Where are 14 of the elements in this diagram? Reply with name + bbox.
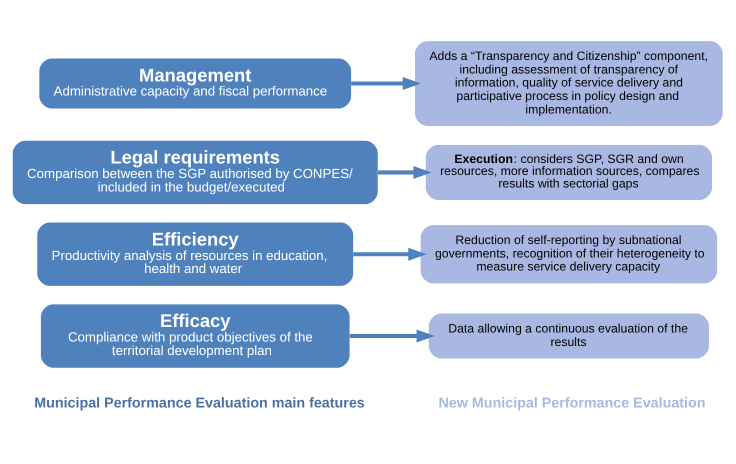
node-box: Efficacy Compliance with product objectives of the territorial development plan <box>40 304 350 368</box>
node-box: Execution: considers SGP, SGR and own resources, more information sources, compares results with sectorial gaps <box>426 144 712 200</box>
label: New Municipal Performance Evaluation <box>438 395 706 412</box>
arrow <box>351 77 422 90</box>
node-box: Management Administrative capacity and fiscal performance <box>39 58 352 109</box>
arrow <box>353 248 427 261</box>
node-box: Reduction of self-reporting by subnational governments, recognition of their heterogeneity to measure service delivery capacity <box>420 225 718 284</box>
arrow <box>350 330 435 342</box>
node-box: Adds a “Transparency and Citizenship” component, including assessment of transparency of information, quality of service delivery and participative process in policy design and implementation. <box>415 41 723 126</box>
node-box: Data allowing a continuous evaluation of the results <box>428 314 709 358</box>
node-box: Legal requirements Comparison between the SGP authorised by CONPES/ included in the budget/executed <box>12 140 378 204</box>
node-box: Efficiency Productivity analysis of resources in education, health and water <box>37 222 354 286</box>
arrow <box>378 166 432 179</box>
label: Municipal Performance Evaluation main features <box>34 395 365 412</box>
